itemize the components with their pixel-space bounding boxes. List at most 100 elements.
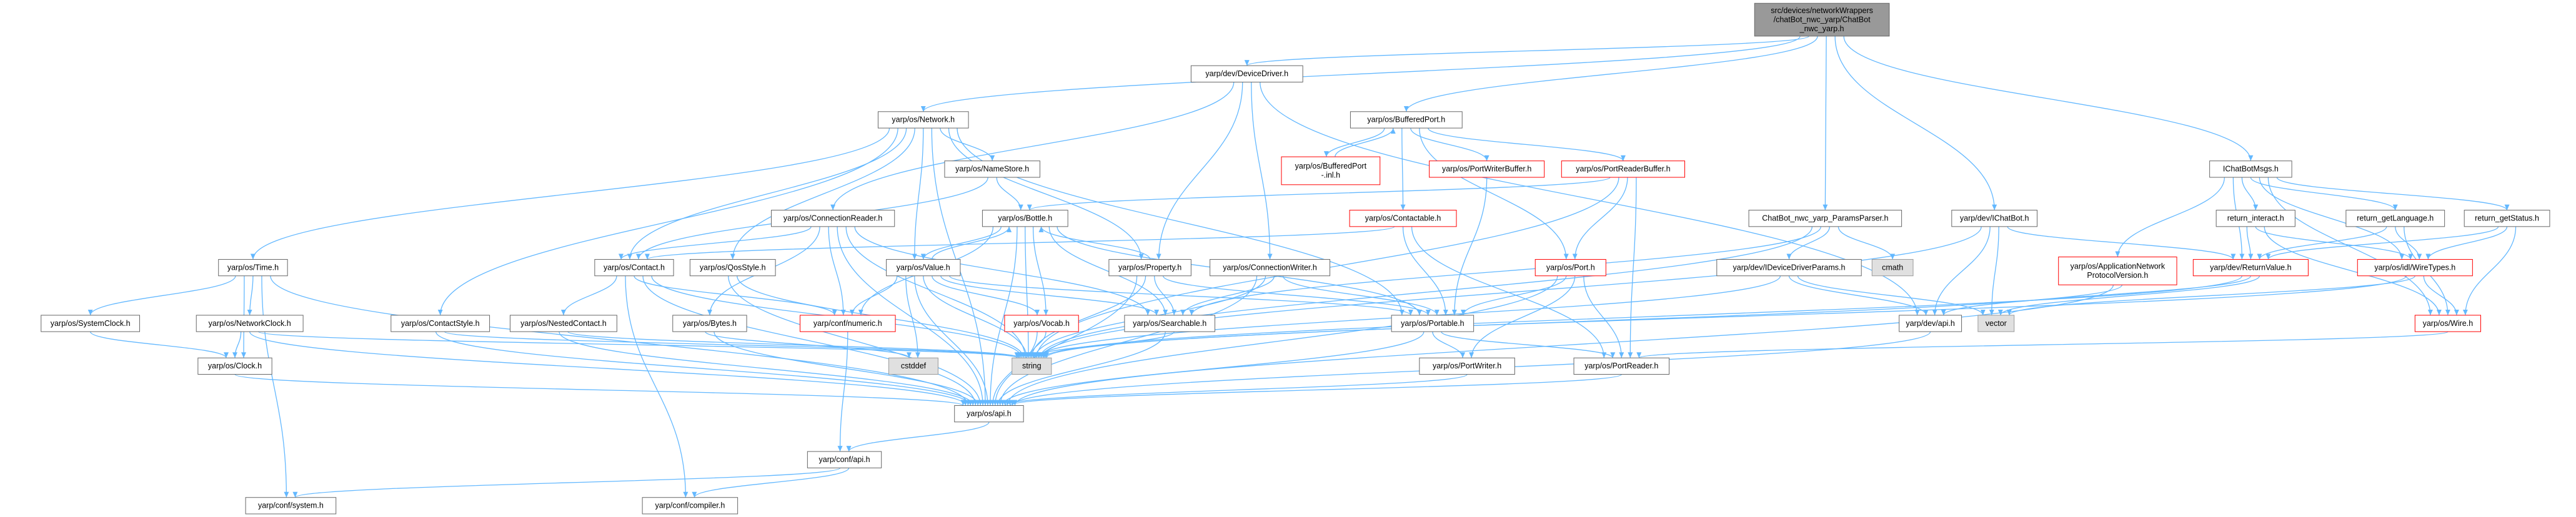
node-yarp-os-wire-h[interactable]: yarp/os/Wire.h: [2414, 315, 2481, 332]
node-yarp-os-networkclock-h[interactable]: yarp/os/NetworkClock.h: [196, 315, 304, 332]
node-box[interactable]: [1210, 258, 1331, 277]
node-yarp-conf-compiler-h[interactable]: yarp/conf/compiler.h: [642, 497, 738, 515]
node-yarp-os-value-h[interactable]: yarp/os/Value.h: [886, 258, 961, 277]
node-yarp-os-connectionreader-h[interactable]: yarp/os/ConnectionReader.h: [771, 210, 895, 227]
node-yarp-os-bufferedport-h[interactable]: yarp/os/BufferedPort.h: [1350, 111, 1463, 129]
node-box[interactable]: [41, 315, 141, 332]
node-yarp-dev-devicedriver-h[interactable]: yarp/dev/DeviceDriver.h: [1190, 65, 1303, 82]
node-box[interactable]: [1281, 156, 1381, 185]
node-label: yarp/os/Portable.h: [1401, 319, 1464, 328]
node-yarp-os-portwriter-h[interactable]: yarp/os/PortWriter.h: [1419, 357, 1515, 375]
node-return-getlanguage-h[interactable]: return_getLanguage.h: [2345, 210, 2445, 227]
node-box[interactable]: [2209, 160, 2292, 178]
node-box[interactable]: [509, 315, 617, 332]
node-yarp-os-bufferedport-inl-h[interactable]: yarp/os/BufferedPort-.inl.h: [1281, 156, 1381, 185]
node-box[interactable]: [2215, 210, 2295, 227]
node-box[interactable]: [196, 315, 304, 332]
node-box[interactable]: [1716, 258, 1862, 277]
node-box[interactable]: [2464, 210, 2550, 227]
node-yarp-os-clock-h[interactable]: yarp/os/Clock.h: [197, 357, 272, 375]
node-box[interactable]: [886, 258, 961, 277]
node-label: yarp/os/ContactStyle.h: [401, 319, 480, 328]
node-yarp-os-api-h[interactable]: yarp/os/api.h: [954, 405, 1024, 423]
node-yarp-dev-idevicedriverparams-h[interactable]: yarp/dev/IDeviceDriverParams.h: [1716, 258, 1862, 277]
node-yarp-dev-ichatbot-h[interactable]: yarp/dev/IChatBot.h: [1951, 210, 2038, 227]
node-box[interactable]: [594, 258, 674, 277]
node-return-interact-h[interactable]: return_interact.h: [2215, 210, 2295, 227]
node-yarp-os-port-h[interactable]: yarp/os/Port.h: [1534, 258, 1606, 277]
node-yarp-os-idl-wiretypes-h[interactable]: yarp/os/idl/WireTypes.h: [2357, 258, 2473, 277]
node-yarp-os-searchable-h[interactable]: yarp/os/Searchable.h: [1124, 315, 1215, 332]
node-yarp-dev-api-h[interactable]: yarp/dev/api.h: [1899, 315, 1962, 332]
node-box[interactable]: [218, 258, 288, 277]
node-box[interactable]: [689, 258, 776, 277]
node-box[interactable]: [771, 210, 895, 227]
node-label: yarp/os/PortReader.h: [1584, 362, 1658, 370]
node-box[interactable]: [944, 160, 1040, 178]
node-yarp-os-systemclock-h[interactable]: yarp/os/SystemClock.h: [41, 315, 141, 332]
node-box[interactable]: [954, 405, 1024, 423]
node-box[interactable]: [1534, 258, 1606, 277]
node-yarp-os-property-h[interactable]: yarp/os/Property.h: [1108, 258, 1191, 277]
node-yarp-os-connectionwriter-h[interactable]: yarp/os/ConnectionWriter.h: [1210, 258, 1331, 277]
node-box[interactable]: [1004, 315, 1079, 332]
node-ichatbotmsgs-h[interactable]: IChatBotMsgs.h: [2209, 160, 2292, 178]
node-box[interactable]: [2414, 315, 2481, 332]
node-box[interactable]: [877, 111, 969, 129]
node-box[interactable]: [982, 210, 1068, 227]
node-box[interactable]: [800, 315, 896, 332]
node-box[interactable]: [1419, 357, 1515, 375]
node-box[interactable]: [1391, 315, 1474, 332]
node-yarp-os-portwriterbuffer-h[interactable]: yarp/os/PortWriterBuffer.h: [1429, 160, 1545, 178]
node-box[interactable]: [642, 497, 738, 515]
node-label: yarp/os/Searchable.h: [1133, 319, 1206, 328]
include-edge: [1419, 128, 1569, 260]
node-yarp-conf-system-h[interactable]: yarp/conf/system.h: [245, 497, 337, 515]
node-yarp-os-network-h[interactable]: yarp/os/Network.h: [877, 111, 969, 129]
node-box[interactable]: [1350, 111, 1463, 129]
node-yarp-os-contact-h[interactable]: yarp/os/Contact.h: [594, 258, 674, 277]
node-box[interactable]: [2192, 258, 2309, 277]
node-box[interactable]: [197, 357, 272, 375]
node-yarp-os-time-h[interactable]: yarp/os/Time.h: [218, 258, 288, 277]
node-yarp-conf-api-h[interactable]: yarp/conf/api.h: [807, 451, 882, 468]
node-box[interactable]: [1899, 315, 1962, 332]
node-box[interactable]: [1349, 210, 1457, 227]
include-edge: [2276, 177, 2510, 210]
node-yarp-os-nestedcontact-h[interactable]: yarp/os/NestedContact.h: [509, 315, 617, 332]
include-edge: [1323, 127, 1385, 157]
node-box[interactable]: [1108, 258, 1191, 277]
node-yarp-os-portable-h[interactable]: yarp/os/Portable.h: [1391, 315, 1474, 332]
node-yarp-os-contactstyle-h[interactable]: yarp/os/ContactStyle.h: [390, 315, 490, 332]
node-label: ProtocolVersion.h: [2087, 271, 2148, 280]
node-box[interactable]: [1748, 210, 1902, 227]
node-yarp-conf-numeric-h[interactable]: yarp/conf/numeric.h: [800, 315, 896, 332]
node-yarp-os-namestore-h[interactable]: yarp/os/NameStore.h: [944, 160, 1040, 178]
node-chatbot-nwc-yarp-paramsparser-h[interactable]: ChatBot_nwc_yarp_ParamsParser.h: [1748, 210, 1902, 227]
node-yarp-os-applicationnetworkprotocolversion-h[interactable]: yarp/os/ApplicationNetworkProtocolVersio…: [2058, 257, 2177, 285]
node-box[interactable]: [390, 315, 490, 332]
node-box[interactable]: [1951, 210, 2038, 227]
node-box[interactable]: [2357, 258, 2473, 277]
include-edge: [1251, 82, 1273, 260]
node-box[interactable]: [1573, 357, 1670, 375]
node-yarp-os-qosstyle-h[interactable]: yarp/os/QosStyle.h: [689, 258, 776, 277]
node-return-getstatus-h[interactable]: return_getStatus.h: [2464, 210, 2550, 227]
node-box[interactable]: [807, 451, 882, 468]
node-yarp-os-bottle-h[interactable]: yarp/os/Bottle.h: [982, 210, 1068, 227]
node-yarp-os-portreaderbuffer-h[interactable]: yarp/os/PortReaderBuffer.h: [1561, 160, 1686, 178]
node-yarp-os-vocab-h[interactable]: yarp/os/Vocab.h: [1004, 315, 1079, 332]
node-yarp-os-portreader-h[interactable]: yarp/os/PortReader.h: [1573, 357, 1670, 375]
node-box[interactable]: [2058, 257, 2177, 285]
node-box[interactable]: [1124, 315, 1215, 332]
node-yarp-os-bytes-h[interactable]: yarp/os/Bytes.h: [672, 315, 747, 332]
node-box[interactable]: [1429, 160, 1545, 178]
node-box[interactable]: [1190, 65, 1303, 82]
node-yarp-dev-returnvalue-h[interactable]: yarp/dev/ReturnValue.h: [2192, 258, 2309, 277]
node-box[interactable]: [1561, 160, 1686, 178]
node-box[interactable]: [245, 497, 337, 515]
node-box[interactable]: [672, 315, 747, 332]
node-box[interactable]: [2345, 210, 2445, 227]
node-yarp-os-contactable-h[interactable]: yarp/os/Contactable.h: [1349, 210, 1457, 227]
node-label: yarp/os/Property.h: [1118, 263, 1181, 272]
